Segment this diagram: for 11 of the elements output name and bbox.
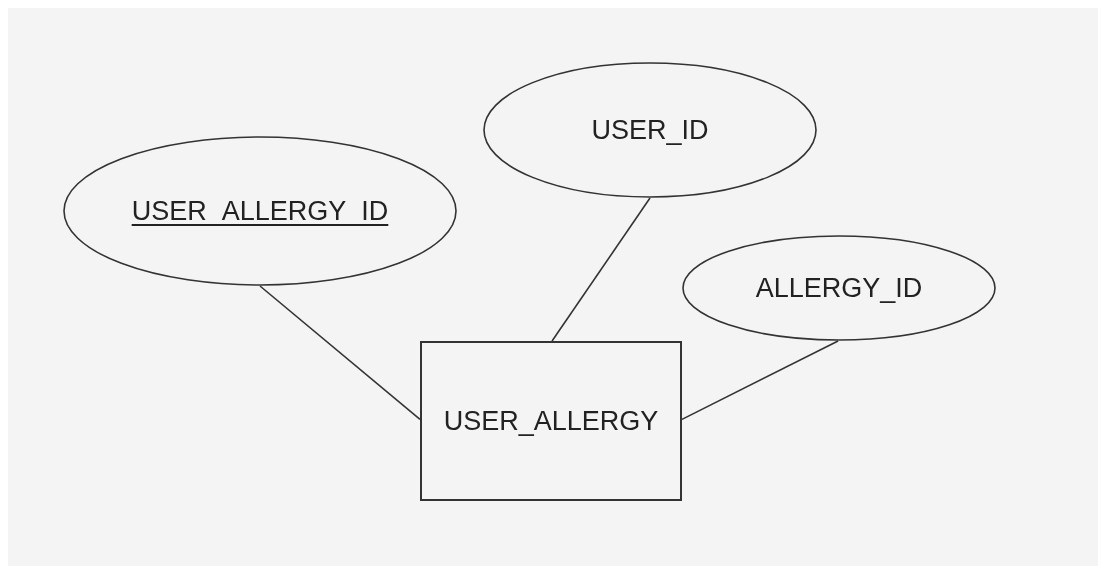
- entity-box: [420, 341, 682, 501]
- connector-line: [551, 197, 651, 342]
- attribute-name: USER_ID: [591, 113, 709, 147]
- attribute-ellipse: [63, 136, 457, 286]
- attribute-ellipse: [483, 62, 817, 198]
- attribute-ellipse: [682, 235, 996, 341]
- attribute-name: ALLERGY_ID: [755, 271, 923, 305]
- connector-line: [681, 340, 839, 421]
- entity-name: USER_ALLERGY: [443, 404, 659, 438]
- attribute-name: USER_ALLERGY_ID: [131, 194, 389, 228]
- connector-line: [259, 285, 421, 421]
